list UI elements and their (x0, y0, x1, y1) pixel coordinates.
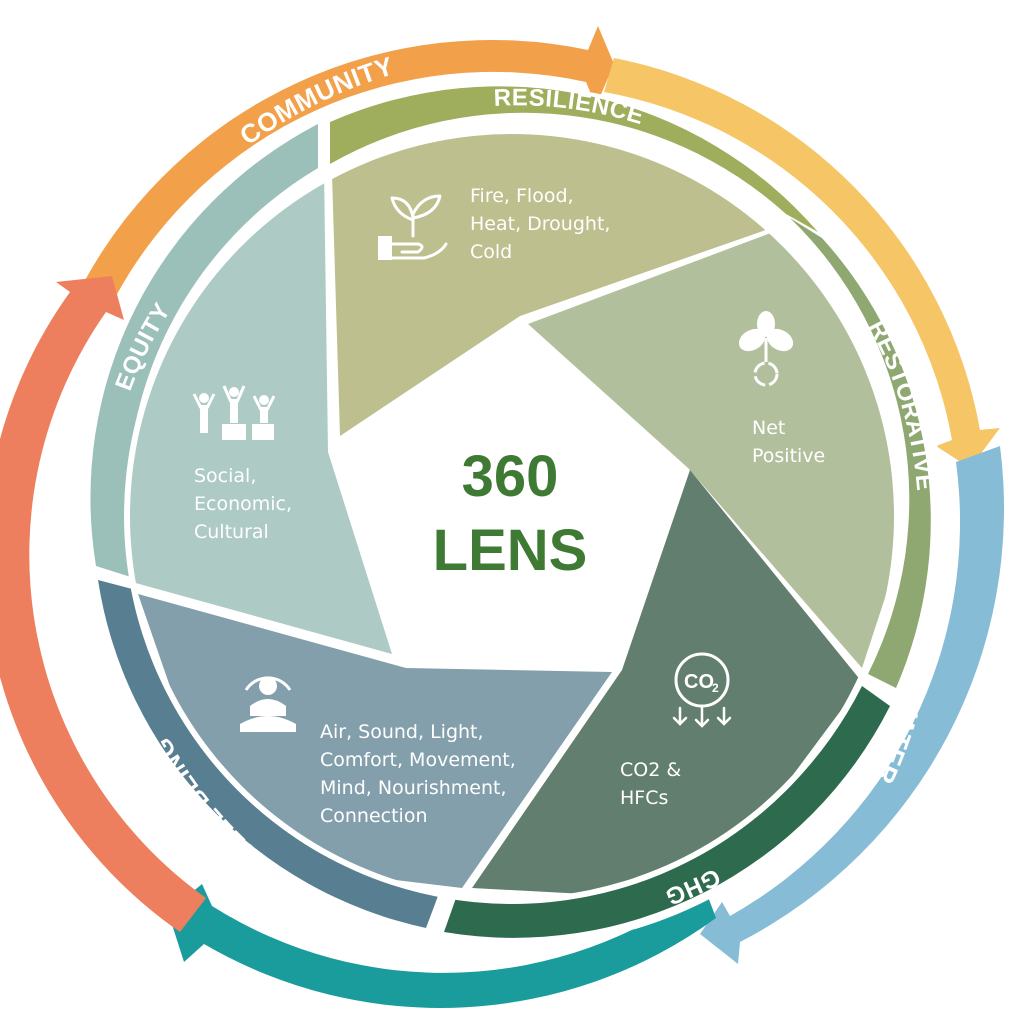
outer-label-materials: MATERIALS (43, 518, 82, 679)
segment-restorative (528, 222, 894, 668)
segment-text-equity: Social, Economic, Cultural (194, 465, 292, 543)
outer-arrow-water (700, 446, 1005, 964)
equity-text-line: Social, (194, 465, 256, 487)
ring-segment-ghg (444, 686, 890, 938)
segment-text-ghg: CO2 & HFCs (620, 759, 681, 809)
ring-segment-wellbeing (98, 580, 438, 928)
restorative-text-line: Positive (752, 445, 825, 467)
co2-emission-icon: CO 2 (672, 652, 732, 728)
people-podium-icon (192, 385, 276, 440)
ring-segment-equity (90, 124, 319, 578)
ring-segment-resilience (330, 86, 818, 232)
center-title-line-1: 360 (462, 444, 559, 509)
wellbeing-text-line: Air, Sound, Light, (320, 721, 484, 743)
svg-text:CO: CO (684, 671, 714, 693)
segment-text-wellbeing: Air, Sound, Light, Comfort, Movement, Mi… (320, 721, 516, 827)
ghg-text-line: HFCs (620, 787, 668, 809)
segment-text-resilience: Fire, Flood, Heat, Drought, Cold (470, 185, 610, 263)
leaves-recycle-icon (738, 311, 794, 387)
outer-arrow-habitat (168, 884, 716, 1008)
center-title: 360 LENS (433, 444, 588, 583)
equity-text-line: Cultural (194, 521, 269, 543)
meditation-icon (240, 676, 296, 732)
outer-arrow-community (84, 26, 614, 296)
resilience-text-line: Cold (470, 241, 512, 263)
wellbeing-text-line: Mind, Nourishment, (320, 777, 507, 799)
resilience-text-line: Fire, Flood, (470, 185, 574, 207)
center-title-line-2: LENS (433, 518, 588, 583)
outer-ring (0, 26, 1005, 1008)
restorative-text-line: Net (752, 417, 785, 439)
equity-text-line: Economic, (194, 493, 292, 515)
wellbeing-text-line: Connection (320, 805, 428, 827)
plant-in-hand-icon (378, 194, 448, 260)
outer-arrow-materials (0, 276, 206, 932)
outer-arrow-energy (604, 58, 1000, 468)
middle-ring (90, 86, 931, 938)
segment-ghg (472, 470, 862, 898)
segment-text-restorative: Net Positive (752, 417, 825, 467)
svg-text:2: 2 (712, 681, 719, 695)
resilience-text-line: Heat, Drought, (470, 213, 610, 235)
ghg-text-line: CO2 & (620, 759, 681, 781)
wellbeing-text-line: Comfort, Movement, (320, 749, 516, 771)
